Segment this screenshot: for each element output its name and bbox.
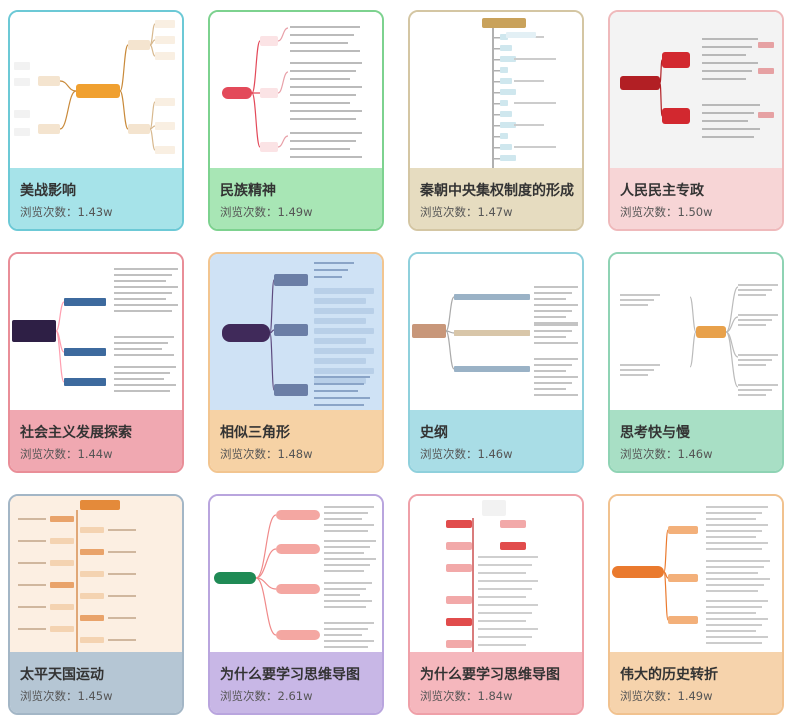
view-count: 浏览次数：2.61w bbox=[220, 688, 313, 704]
card-title: 史纲 bbox=[420, 425, 448, 441]
card-title: 太平天国运动 bbox=[20, 667, 104, 683]
mindmap-card[interactable]: 史纲 浏览次数：1.46w bbox=[408, 252, 584, 473]
view-count: 浏览次数：1.49w bbox=[620, 688, 713, 704]
view-count-label: 浏览次数： bbox=[620, 689, 678, 703]
view-count: 浏览次数：1.84w bbox=[420, 688, 513, 704]
mindmap-card[interactable]: 秦朝中央集权制度的形成 浏览次数：1.47w bbox=[408, 10, 584, 231]
view-count: 浏览次数：1.43w bbox=[20, 204, 113, 220]
mindmap-preview-image bbox=[620, 284, 778, 396]
mindmap-preview-image bbox=[222, 262, 374, 406]
view-count-value: 1.50w bbox=[677, 205, 713, 219]
mindmap-preview-image bbox=[14, 20, 175, 154]
card-title: 美战影响 bbox=[20, 183, 76, 199]
view-count-label: 浏览次数： bbox=[220, 205, 278, 219]
mindmap-thumbnail bbox=[210, 254, 382, 414]
mindmap-card[interactable]: 相似三角形 浏览次数：1.48w bbox=[208, 252, 384, 473]
view-count: 浏览次数：1.50w bbox=[620, 204, 713, 220]
card-info: 秦朝中央集权制度的形成 浏览次数：1.47w bbox=[410, 168, 582, 229]
view-count-label: 浏览次数： bbox=[220, 447, 278, 461]
mindmap-thumbnail bbox=[610, 496, 782, 656]
mindmap-preview-image bbox=[222, 26, 362, 158]
mindmap-thumbnail bbox=[210, 496, 382, 656]
card-title: 为什么要学习思维导图 bbox=[420, 667, 560, 683]
card-title: 为什么要学习思维导图 bbox=[220, 667, 360, 683]
mindmap-preview-image bbox=[12, 268, 178, 392]
mindmap-preview-image bbox=[446, 500, 538, 654]
view-count-value: 1.46w bbox=[477, 447, 513, 461]
card-title: 社会主义发展探索 bbox=[20, 425, 132, 441]
mindmap-card[interactable]: 为什么要学习思维导图 浏览次数：2.61w bbox=[208, 494, 384, 715]
mindmap-thumbnail bbox=[610, 254, 782, 414]
mindmap-card[interactable]: 思考快与慢 浏览次数：1.46w bbox=[608, 252, 784, 473]
view-count-label: 浏览次数： bbox=[620, 447, 678, 461]
mindmap-preview-image bbox=[214, 506, 376, 648]
mindmap-preview-image bbox=[612, 506, 770, 644]
view-count-value: 1.48w bbox=[277, 447, 313, 461]
view-count: 浏览次数：1.49w bbox=[220, 204, 313, 220]
mindmap-card[interactable]: 美战影响 浏览次数：1.43w bbox=[8, 10, 184, 231]
view-count: 浏览次数：1.46w bbox=[420, 446, 513, 462]
card-info: 思考快与慢 浏览次数：1.46w bbox=[610, 410, 782, 471]
mindmap-thumbnail bbox=[610, 12, 782, 172]
card-title: 人民民主专政 bbox=[620, 183, 704, 199]
view-count-value: 1.44w bbox=[77, 447, 113, 461]
view-count-label: 浏览次数： bbox=[20, 689, 78, 703]
view-count-value: 1.49w bbox=[277, 205, 313, 219]
mindmap-card[interactable]: 伟大的历史转折 浏览次数：1.49w bbox=[608, 494, 784, 715]
card-info: 为什么要学习思维导图 浏览次数：2.61w bbox=[210, 652, 382, 713]
mindmap-thumbnail bbox=[10, 496, 182, 656]
card-info: 美战影响 浏览次数：1.43w bbox=[10, 168, 182, 229]
mindmap-preview-image bbox=[412, 286, 578, 396]
card-title: 思考快与慢 bbox=[620, 425, 690, 441]
card-title: 相似三角形 bbox=[220, 425, 290, 441]
view-count-label: 浏览次数： bbox=[20, 205, 78, 219]
view-count-value: 1.49w bbox=[677, 689, 713, 703]
view-count-label: 浏览次数： bbox=[220, 689, 278, 703]
view-count-label: 浏览次数： bbox=[420, 447, 478, 461]
card-info: 社会主义发展探索 浏览次数：1.44w bbox=[10, 410, 182, 471]
mindmap-thumbnail bbox=[410, 12, 582, 172]
view-count: 浏览次数：1.48w bbox=[220, 446, 313, 462]
card-info: 人民民主专政 浏览次数：1.50w bbox=[610, 168, 782, 229]
mindmap-thumbnail bbox=[10, 254, 182, 414]
view-count: 浏览次数：1.44w bbox=[20, 446, 113, 462]
mindmap-preview-image bbox=[482, 18, 556, 168]
view-count-label: 浏览次数： bbox=[20, 447, 78, 461]
view-count-value: 2.61w bbox=[277, 689, 313, 703]
view-count: 浏览次数：1.47w bbox=[420, 204, 513, 220]
card-info: 史纲 浏览次数：1.46w bbox=[410, 410, 582, 471]
view-count-label: 浏览次数： bbox=[620, 205, 678, 219]
mindmap-card[interactable]: 太平天国运动 浏览次数：1.45w bbox=[8, 494, 184, 715]
mindmap-card[interactable]: 民族精神 浏览次数：1.49w bbox=[208, 10, 384, 231]
view-count: 浏览次数：1.45w bbox=[20, 688, 113, 704]
mindmap-card[interactable]: 社会主义发展探索 浏览次数：1.44w bbox=[8, 252, 184, 473]
card-info: 民族精神 浏览次数：1.49w bbox=[210, 168, 382, 229]
card-info: 伟大的历史转折 浏览次数：1.49w bbox=[610, 652, 782, 713]
card-info: 太平天国运动 浏览次数：1.45w bbox=[10, 652, 182, 713]
mindmap-thumbnail bbox=[410, 496, 582, 656]
card-title: 民族精神 bbox=[220, 183, 276, 199]
mindmap-thumbnail bbox=[10, 12, 182, 172]
card-info: 为什么要学习思维导图 浏览次数：1.84w bbox=[410, 652, 582, 713]
mindmap-preview-image bbox=[620, 38, 774, 138]
view-count-value: 1.47w bbox=[477, 205, 513, 219]
view-count-label: 浏览次数： bbox=[420, 205, 478, 219]
view-count-value: 1.46w bbox=[677, 447, 713, 461]
mindmap-thumbnail bbox=[410, 254, 582, 414]
view-count-value: 1.84w bbox=[477, 689, 513, 703]
card-info: 相似三角形 浏览次数：1.48w bbox=[210, 410, 382, 471]
mindmap-card[interactable]: 人民民主专政 浏览次数：1.50w bbox=[608, 10, 784, 231]
mindmap-preview-image bbox=[18, 500, 136, 654]
mindmap-thumbnail bbox=[210, 12, 382, 172]
view-count: 浏览次数：1.46w bbox=[620, 446, 713, 462]
view-count-value: 1.43w bbox=[77, 205, 113, 219]
mindmap-card[interactable]: 为什么要学习思维导图 浏览次数：1.84w bbox=[408, 494, 584, 715]
view-count-label: 浏览次数： bbox=[420, 689, 478, 703]
view-count-value: 1.45w bbox=[77, 689, 113, 703]
card-title: 伟大的历史转折 bbox=[620, 667, 718, 683]
card-title: 秦朝中央集权制度的形成 bbox=[420, 183, 574, 199]
